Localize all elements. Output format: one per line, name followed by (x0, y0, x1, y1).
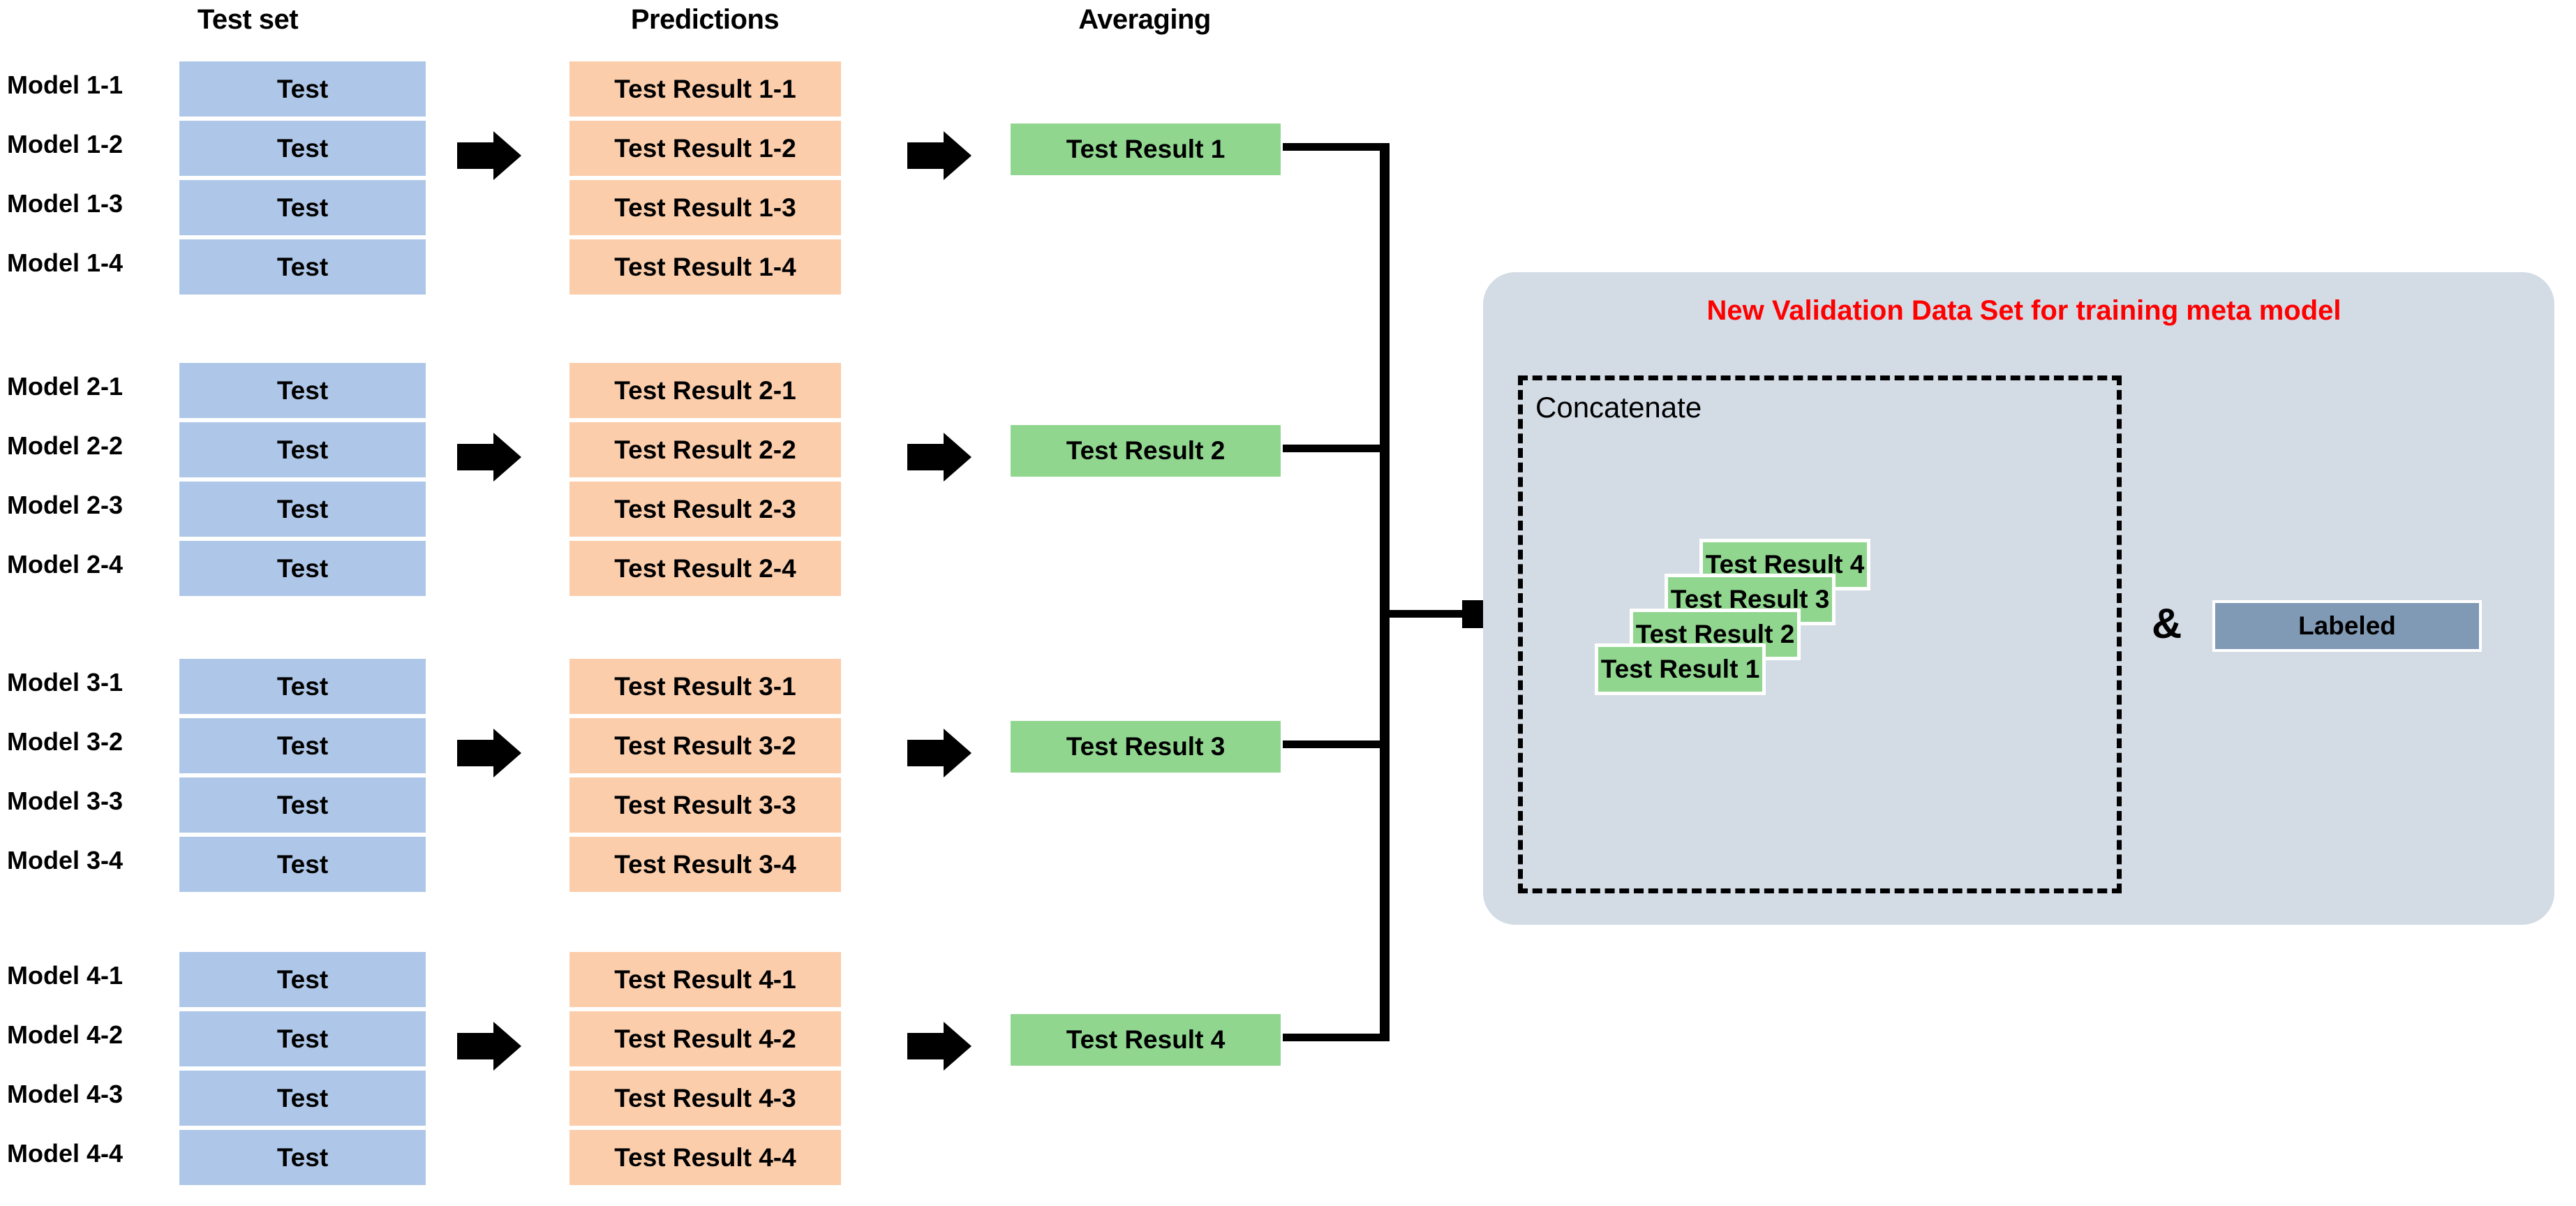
model-label: Model 4-2 (7, 1020, 124, 1049)
model-label: Model 1-1 (7, 70, 124, 99)
test-set-box: Test (179, 121, 426, 176)
model-label: Model 2-3 (7, 491, 124, 519)
prediction-box: Test Result 3-4 (569, 837, 841, 892)
ampersand-symbol: & (2152, 600, 2182, 647)
test-set-box: Test (179, 837, 426, 892)
model-label: Model 3-3 (7, 787, 124, 815)
test-set-box: Test (179, 777, 426, 833)
model-label: Model 3-4 (7, 846, 124, 874)
connector-output-line (1390, 610, 1466, 618)
model-label: Model 4-3 (7, 1080, 124, 1108)
prediction-box: Test Result 4-4 (569, 1130, 841, 1185)
prediction-box: Test Result 1-2 (569, 121, 841, 176)
test-set-box: Test (179, 659, 426, 714)
prediction-box: Test Result 4-1 (569, 952, 841, 1007)
prediction-box: Test Result 3-1 (569, 659, 841, 714)
validation-dataset-panel (1483, 272, 2554, 925)
prediction-box: Test Result 2-2 (569, 422, 841, 477)
model-label: Model 4-1 (7, 961, 124, 990)
model-label: Model 3-1 (7, 668, 124, 697)
model-label: Model 2-2 (7, 431, 124, 460)
connector-line-group-4 (1283, 1034, 1387, 1041)
prediction-box: Test Result 1-4 (569, 239, 841, 295)
model-label: Model 4-4 (7, 1139, 124, 1168)
model-label: Model 2-4 (7, 550, 124, 579)
prediction-box: Test Result 2-3 (569, 482, 841, 537)
prediction-box: Test Result 3-3 (569, 777, 841, 833)
test-set-box: Test (179, 482, 426, 537)
panel-title: New Validation Data Set for training met… (1706, 295, 2342, 326)
model-label: Model 3-2 (7, 727, 124, 756)
model-label: Model 1-3 (7, 189, 124, 218)
labeled-box: Labeled (2212, 600, 2482, 652)
average-box: Test Result 2 (1008, 423, 1283, 479)
connector-line-group-1 (1283, 143, 1387, 151)
average-box: Test Result 1 (1008, 121, 1283, 177)
test-set-box: Test (179, 422, 426, 477)
prediction-box: Test Result 2-1 (569, 363, 841, 418)
test-set-box: Test (179, 180, 426, 235)
test-set-box: Test (179, 1071, 426, 1126)
column-header-predictions: Predictions (630, 4, 780, 35)
connector-line-group-3 (1283, 740, 1387, 748)
concatenate-dashed-box (1518, 375, 2122, 893)
model-label: Model 1-4 (7, 248, 124, 277)
column-header-averaging: Averaging (1078, 4, 1211, 35)
concatenate-label: Concatenate (1535, 391, 1702, 424)
prediction-box: Test Result 4-2 (569, 1011, 841, 1066)
average-box: Test Result 3 (1008, 719, 1283, 775)
test-set-box: Test (179, 239, 426, 295)
test-set-box: Test (179, 1011, 426, 1066)
test-set-box: Test (179, 541, 426, 596)
prediction-box: Test Result 4-3 (569, 1071, 841, 1126)
prediction-box: Test Result 2-4 (569, 541, 841, 596)
connector-trunk-line (1380, 143, 1390, 1041)
test-set-box: Test (179, 1130, 426, 1185)
test-set-box: Test (179, 952, 426, 1007)
prediction-box: Test Result 1-3 (569, 180, 841, 235)
stacked-result-box-1: Test Result 1 (1595, 643, 1766, 695)
test-set-box: Test (179, 363, 426, 418)
prediction-box: Test Result 3-2 (569, 718, 841, 773)
test-set-box: Test (179, 61, 426, 117)
average-box: Test Result 4 (1008, 1012, 1283, 1068)
test-set-box: Test (179, 718, 426, 773)
model-label: Model 1-2 (7, 130, 124, 158)
connector-line-group-2 (1283, 445, 1387, 452)
model-label: Model 2-1 (7, 372, 124, 401)
prediction-box: Test Result 1-1 (569, 61, 841, 117)
column-header-test-set: Test set (197, 4, 299, 35)
